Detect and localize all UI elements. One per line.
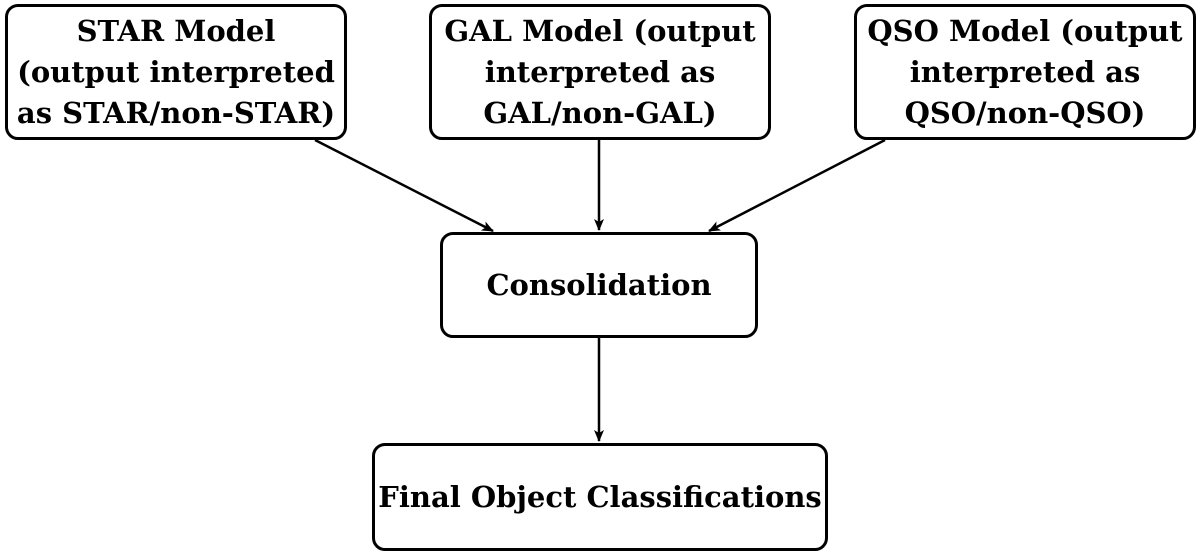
final-classifications-box: Final Object Classifications	[372, 443, 828, 551]
consolidation-box: Consolidation	[440, 232, 758, 338]
star-model-line-2: (output interpreted	[17, 54, 335, 89]
qso-model-line-3: QSO/non-QSO)	[904, 95, 1146, 130]
qso-model-box: QSO Model (output interpreted as QSO/non…	[854, 4, 1196, 140]
star-model-line-1: STAR Model	[76, 13, 276, 48]
qso-model-line-2: interpreted as	[909, 54, 1141, 89]
gal-model-line-1: GAL Model (output	[444, 13, 756, 48]
gal-model-line-3: GAL/non-GAL)	[483, 95, 717, 130]
gal-model-box: GAL Model (output interpreted as GAL/non…	[429, 4, 771, 140]
gal-model-line-2: interpreted as	[484, 54, 716, 89]
star-model-box: STAR Model (output interpreted as STAR/n…	[5, 4, 347, 140]
star-model-line-3: as STAR/non-STAR)	[16, 95, 336, 130]
consolidation-label: Consolidation	[486, 267, 712, 302]
final-classifications-label: Final Object Classifications	[378, 479, 822, 514]
arrow-qso-to-consolidation	[708, 138, 886, 233]
arrow-star-to-consolidation	[314, 138, 494, 233]
qso-model-line-1: QSO Model (output	[867, 13, 1183, 48]
